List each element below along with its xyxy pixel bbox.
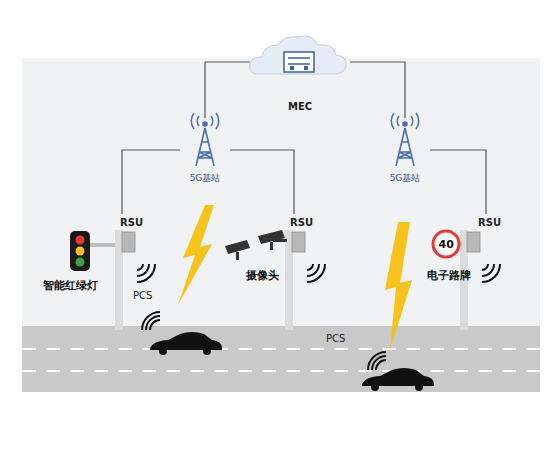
base-station: 5G基站 [380, 118, 430, 184]
camera-node: 摄像头 [222, 226, 302, 282]
network-link [430, 150, 486, 214]
rsu-node: RSU [120, 214, 156, 230]
rsu-node: RSU [478, 214, 514, 230]
panel-background [22, 58, 540, 392]
pcs-label: PCS [133, 291, 152, 301]
cloud-node: MEC [250, 38, 350, 112]
car [142, 312, 222, 355]
node-text: RSU [478, 217, 501, 228]
node-text: 摄像头 [246, 270, 279, 282]
tower-icon [391, 113, 419, 166]
node-text: RSU [120, 217, 143, 228]
node-text: RSU [290, 217, 313, 228]
network-link [350, 62, 405, 118]
pole [115, 230, 468, 330]
road [22, 326, 540, 392]
node-text: 智能红绿灯 [43, 280, 98, 292]
node-text: 电子路牌 [427, 270, 471, 282]
network-link [230, 150, 294, 214]
sign-node: 电子路牌 [416, 228, 482, 282]
tower-icon [191, 113, 219, 166]
node-text: 5G基站 [190, 174, 221, 184]
lightning-bolt [385, 222, 412, 350]
rsu-node: RSU [290, 214, 326, 230]
lane-marking [22, 370, 540, 372]
network-link [205, 62, 250, 118]
rsu-box [122, 232, 480, 252]
pcs-label: PCS [326, 334, 345, 344]
speed-value: 40 [439, 239, 454, 250]
traffic-light-node: 智能红绿灯 [28, 228, 112, 292]
lightning-bolt [178, 205, 214, 305]
cloud-icon [250, 36, 347, 74]
camera-icon [225, 230, 287, 260]
base-station: 5G基站 [180, 118, 230, 184]
speed-sign [433, 231, 462, 257]
car [362, 352, 434, 391]
node-text: MEC [288, 101, 312, 112]
node-text: 5G基站 [390, 174, 421, 184]
lane-marking [22, 348, 540, 350]
network-link [122, 150, 180, 214]
traffic-light [70, 231, 115, 271]
